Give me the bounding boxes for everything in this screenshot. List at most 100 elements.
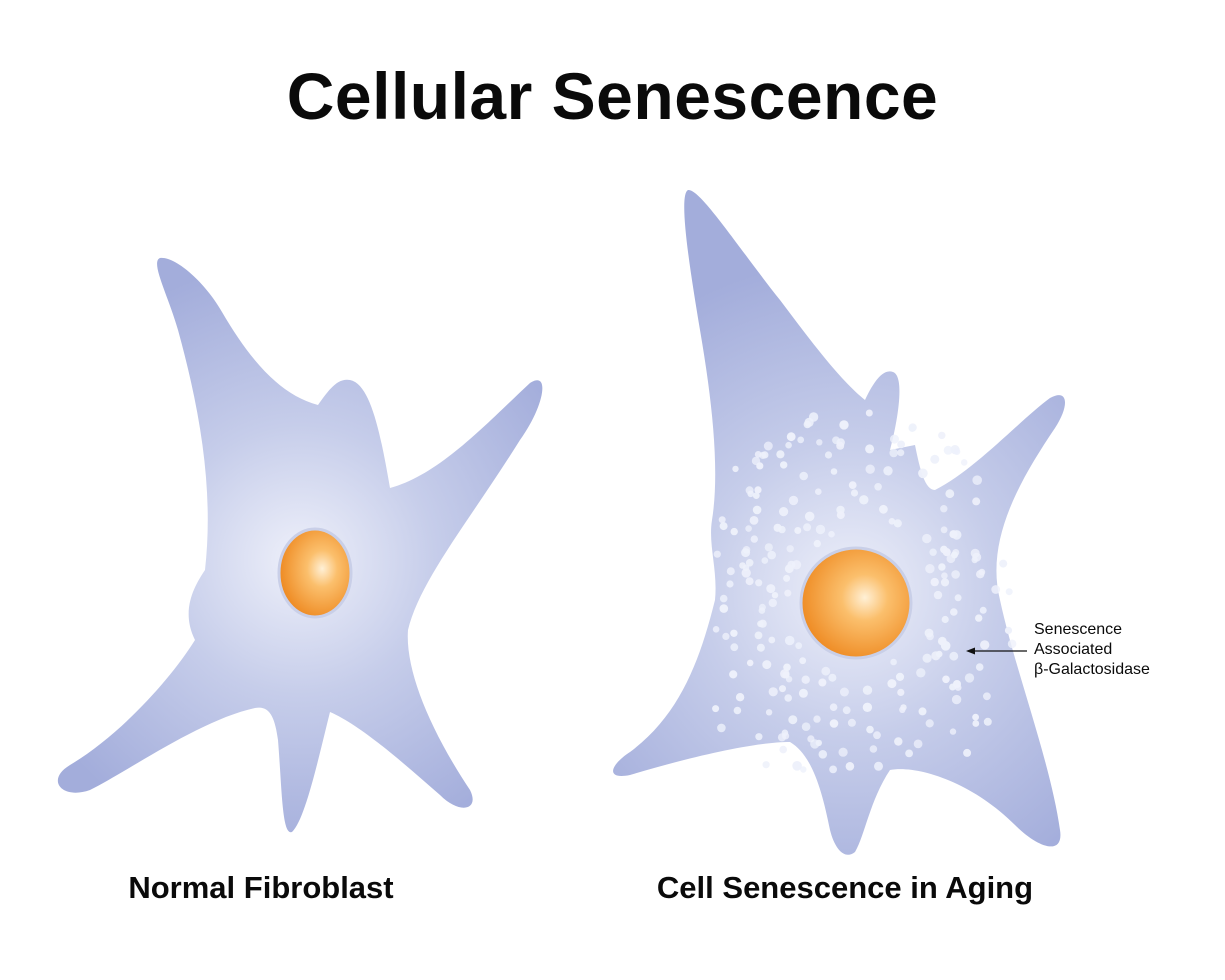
granule-dot [779,685,786,693]
page-title: Cellular Senescence [286,59,939,133]
granule-dot [726,580,734,588]
granule-dot [803,523,812,532]
granule-dot [776,450,785,459]
granule-dot [938,431,946,440]
granule-dot [821,666,831,676]
annotation-line: Associated [1034,641,1113,658]
granule-dot [866,725,874,734]
annotation-line: β-Galactosidase [1034,661,1150,678]
granule-dot [762,660,772,670]
granule-dot [752,505,762,515]
granule-dot [922,533,932,544]
granule-dot [950,608,958,616]
granule-dot [836,511,845,520]
granule-dot [718,516,726,524]
granule-dot [933,590,943,600]
granule-dot [779,745,787,754]
granule-dot [784,564,794,574]
granule-dot [918,468,928,479]
granule-dot [975,614,983,622]
granule-dot [980,640,990,650]
granule-dot [788,495,799,506]
granule-dot [754,486,762,494]
granule-dot [879,504,888,514]
granule-dot [712,626,720,633]
granule-dot [761,557,769,564]
granule-dot [784,694,792,702]
granule-dot [940,505,948,513]
granule-dot [800,766,807,773]
granule-dot [942,675,950,684]
granule-dot [733,706,742,715]
granule-dot [869,745,878,753]
granule-dot [739,562,746,569]
granule-dot [865,464,875,474]
granule-dot [865,409,873,417]
granule-dot [943,445,953,455]
granule-dot [942,548,951,557]
granule-dot [818,750,828,759]
granule-dot [905,749,913,758]
granule-dot [951,570,960,579]
granule-dot [945,489,955,499]
granule-dot [925,564,935,574]
granule-dot [862,685,873,695]
granule-dot [829,703,838,711]
granule-dot [839,420,849,430]
granule-dot [972,475,982,486]
granule-dot [883,466,893,476]
granule-dot [818,678,827,687]
granule-dot [729,670,738,679]
granule-dot [1007,639,1017,649]
granule-dot [889,448,898,458]
granule-dot [797,436,805,444]
granule-dot [839,687,849,697]
granule-dot [780,461,788,469]
granule-dot [842,706,851,715]
granule-dot [756,462,764,470]
granule-dot [730,629,738,637]
granule-dot [755,579,763,587]
granule-dot [874,761,883,771]
granule-dot [765,709,773,716]
granule-dot [848,481,857,489]
granule-dot [930,454,940,464]
senescent-cell-nucleus [799,546,913,660]
granule-dot [804,511,815,522]
granule-dot [799,471,808,481]
annotation-line: Senescence [1034,621,1123,638]
granule-dot [859,495,869,505]
granule-dot [931,651,941,661]
granule-dot [975,663,984,671]
granule-dot [717,723,726,733]
granule-dot [747,490,754,498]
granule-dot [752,492,760,499]
granule-dot [778,525,786,534]
granule-dot [836,441,845,450]
granule-dot [741,568,751,578]
granule-dot [781,729,789,737]
granule-dot [829,765,837,774]
granule-dot [741,548,751,558]
granule-dot [750,535,758,543]
granule-dot [913,739,923,749]
granule-dot [719,604,729,613]
granule-dot [719,522,728,531]
granule-dot [745,559,754,567]
granule-dot [838,747,848,757]
granule-dot [756,643,765,652]
granule-dot [954,684,962,691]
granule-dot [816,439,823,446]
granule-dot [983,692,991,701]
granule-dot [930,577,939,587]
beta-galactosidase-granules [712,409,1017,774]
granule-dot [895,672,905,682]
granule-dot [763,441,773,451]
granule-dot [779,507,789,517]
granule-dot [897,449,905,457]
granule-dot [749,516,759,525]
granule-dot [792,761,802,771]
granule-dot [918,707,927,716]
granule-dot [768,636,776,644]
